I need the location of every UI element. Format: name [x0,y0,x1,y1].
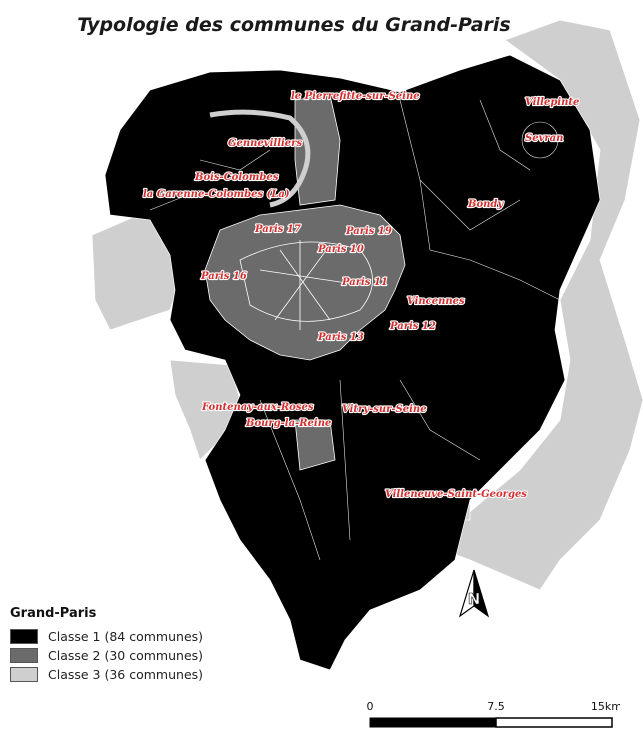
legend-label-classe-3: Classe 3 (36 communes) [48,667,204,682]
label-paris-19: Paris 19 [345,226,392,237]
scale-segment-light [495,717,613,728]
label-villepinte: Villepinte [525,97,579,108]
commune-boundaries [149,99,561,561]
legend-swatch-classe-3 [10,667,38,682]
scale-segment-dark [369,717,497,728]
classe-3-east-ring [429,19,643,591]
label-fontenay-aux-roses: Fontenay-aux-Roses [201,402,314,413]
legend-swatch-classe-1 [10,629,38,644]
scale-tick-15-value: 15 [591,700,605,713]
classe-2-areas [204,94,406,471]
seine-river [209,109,311,208]
classe-2-north-strip [294,94,341,206]
legend-label-classe-1: Classe 1 (84 communes) [48,629,204,644]
label-bois-colombes: Bois-Colombes [194,172,279,183]
map-title: Typologie des communes du Grand-Paris [77,14,511,36]
classe-2-paris-core [204,204,406,361]
label-gennevilliers: Gennevilliers [228,138,302,149]
north-arrow-label: N [468,590,481,608]
label-vitry-sur-seine: Vitry-sur-Seine [342,404,427,415]
classe-1-north [104,54,601,671]
label-paris-13: Paris 13 [317,332,364,343]
scale-bar: 0 7.5 15km [367,700,620,728]
label-paris-16: Paris 16 [200,271,247,282]
legend-label-classe-2: Classe 2 (30 communes) [48,648,204,663]
scale-tick-0: 0 [367,700,374,713]
label-paris-11: Paris 11 [341,277,388,288]
label-paris-12: Paris 12 [389,321,436,332]
label-vincennes: Vincennes [407,296,465,307]
legend-item-classe-1: Classe 1 (84 communes) [10,627,203,646]
label-villeneuve-saint-georges: Villeneuve-Saint-Georges [385,489,527,500]
label-bondy: Bondy [467,199,504,210]
scale-unit: km [605,700,620,713]
label-bourg-la-reine: Bourg-la-Reine [245,418,331,429]
legend-item-classe-2: Classe 2 (30 communes) [10,646,203,665]
label-paris-17: Paris 17 [254,224,301,235]
place-labels: le Pierrefitte-sur-Seine Villepinte Sevr… [142,90,581,501]
north-arrow-icon: N [458,569,490,618]
label-paris-10: Paris 10 [317,244,364,255]
classe-1-areas [104,54,601,671]
legend-swatch-classe-2 [10,648,38,663]
label-pierrefitte: le Pierrefitte-sur-Seine [291,91,420,102]
classe-2-south [294,419,336,471]
scale-tick-15: 15km [591,700,620,713]
label-garenne-colombes: la Garenne-Colombes (La) [143,189,290,200]
legend: Grand-Paris Classe 1 (84 communes) Class… [10,606,203,684]
legend-item-classe-3: Classe 3 (36 communes) [10,665,203,684]
legend-title: Grand-Paris [10,606,97,621]
label-sevran: Sevran [525,133,563,144]
scale-tick-7-5: 7.5 [487,700,505,713]
paris-arrondissement-lines [239,240,373,330]
